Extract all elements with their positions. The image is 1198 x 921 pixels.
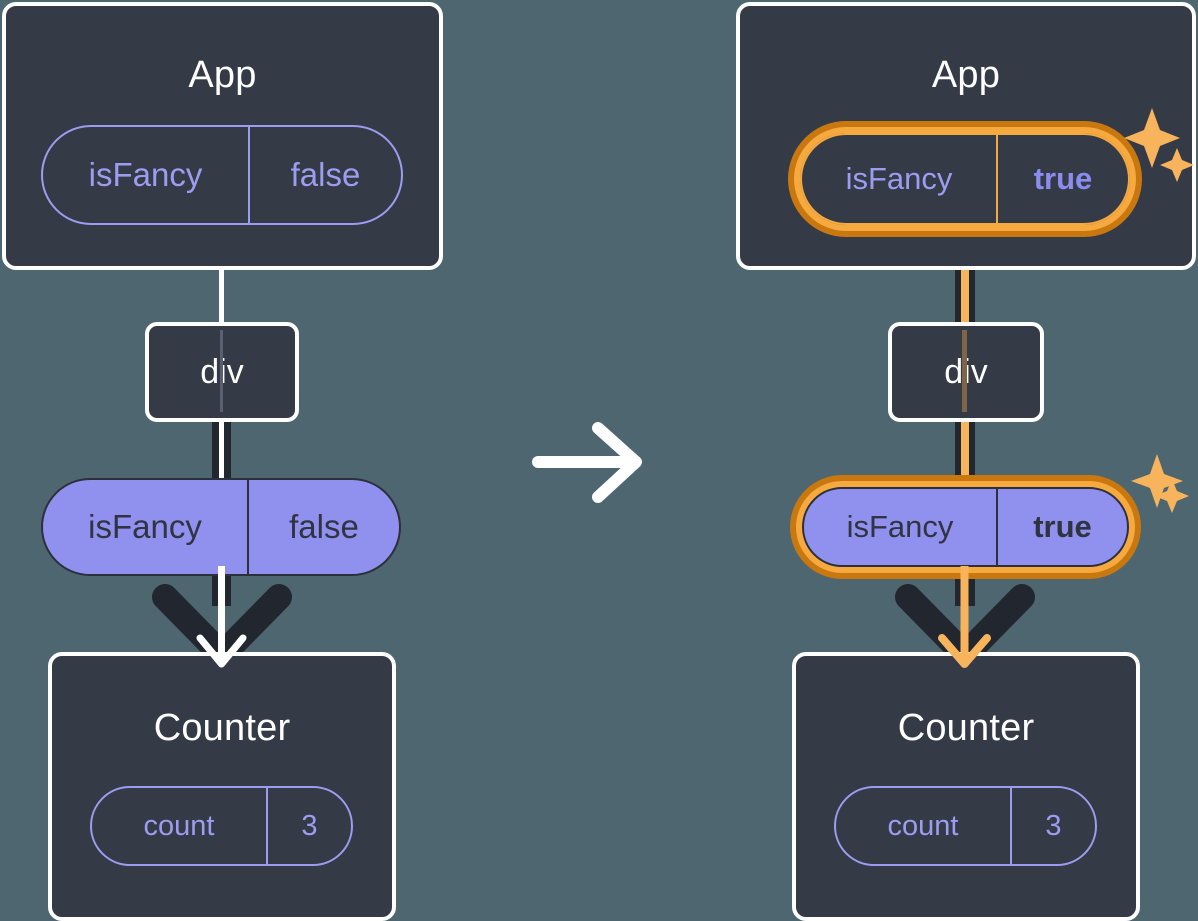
state-pill-counter-value-before: 3 xyxy=(266,788,351,864)
state-pill-app-key-before: isFancy xyxy=(88,156,203,193)
state-pill-counter-key-after: count xyxy=(887,809,959,842)
node-counter-title-after: Counter xyxy=(897,707,1035,749)
node-counter-title-before: Counter xyxy=(153,707,291,749)
prop-pill-value-before: false xyxy=(247,480,399,574)
transition-arrow-right-icon xyxy=(532,422,642,503)
connector-div-to-prop-white-before xyxy=(219,418,224,486)
state-pill-counter-key-before: count xyxy=(143,809,215,842)
state-pill-counter-before[interactable]: count 3 xyxy=(90,786,353,866)
connector-app-to-div-before xyxy=(219,268,224,326)
prop-pill-after[interactable]: isFancy true xyxy=(802,487,1129,567)
state-pill-app-before[interactable]: isFancy false xyxy=(41,125,403,225)
connector-prop-to-counter-after xyxy=(955,566,975,606)
state-pill-counter-value-after: 3 xyxy=(1010,788,1095,864)
node-app-title-after: App xyxy=(931,54,1001,96)
state-pill-app-key-after: isFancy xyxy=(845,161,953,196)
connector-inside-div-after xyxy=(962,330,967,412)
state-pill-counter-after[interactable]: count 3 xyxy=(834,786,1097,866)
state-pill-app-value-before: false xyxy=(248,127,401,223)
node-app-title-before: App xyxy=(188,54,257,96)
prop-pill-value-after: true xyxy=(996,489,1127,565)
prop-pill-before[interactable]: isFancy false xyxy=(41,478,401,576)
state-pill-app-value-after: true xyxy=(996,135,1128,223)
connector-inside-div-before xyxy=(220,330,223,412)
prop-pill-key-after: isFancy xyxy=(846,509,954,544)
prop-pill-key-before: isFancy xyxy=(88,508,202,545)
state-pill-app-after[interactable]: isFancy true xyxy=(800,133,1130,225)
